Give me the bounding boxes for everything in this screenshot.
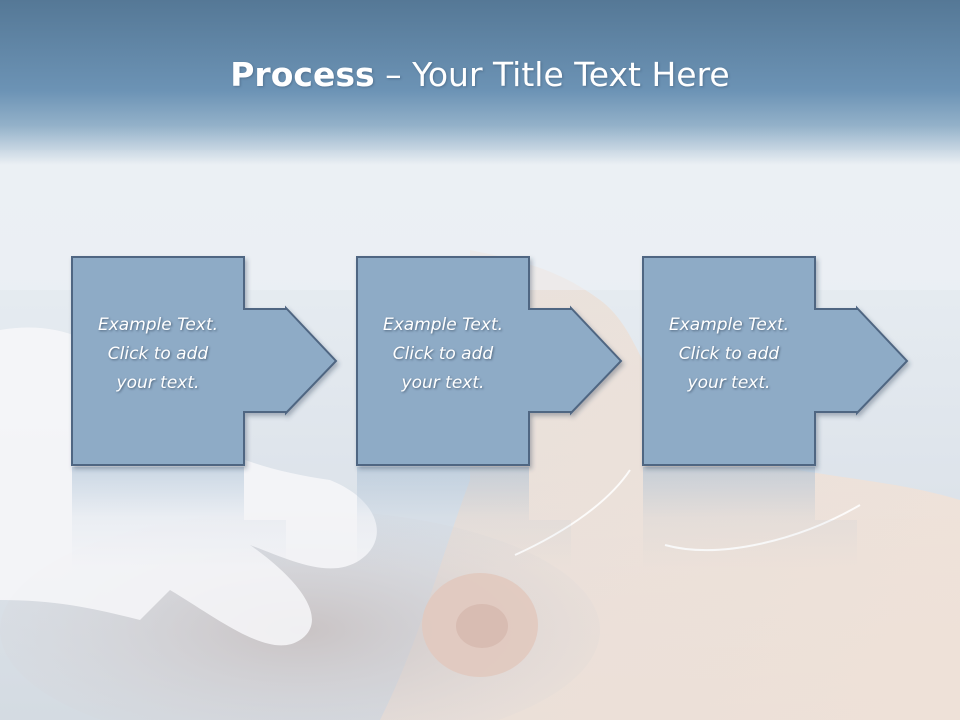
- step-1-line-3: your text.: [116, 373, 200, 393]
- title-rest-text: – Your Title Text Here: [374, 55, 730, 94]
- step-3-text[interactable]: Example Text. Click to add your text.: [643, 311, 815, 398]
- step-3-shape[interactable]: [642, 256, 909, 466]
- step-2-line-3: your text.: [401, 373, 485, 393]
- step-2-shape[interactable]: [356, 256, 623, 466]
- title-bold-text: Process: [230, 55, 375, 94]
- slide-title[interactable]: Process – Your Title Text Here: [0, 52, 960, 98]
- step-1-line-1: Example Text.: [97, 315, 219, 335]
- step-1-shape[interactable]: [71, 256, 338, 466]
- step-3-line-3: your text.: [687, 373, 771, 393]
- step-3-line-1: Example Text.: [668, 315, 790, 335]
- step-1-text[interactable]: Example Text. Click to add your text.: [72, 311, 244, 398]
- step-2-line-2: Click to add: [392, 344, 494, 364]
- step-2-line-1: Example Text.: [382, 315, 504, 335]
- step-2-text[interactable]: Example Text. Click to add your text.: [357, 311, 529, 398]
- title-band: [0, 0, 960, 165]
- step-3-line-2: Click to add: [678, 344, 780, 364]
- step-1-line-2: Click to add: [107, 344, 209, 364]
